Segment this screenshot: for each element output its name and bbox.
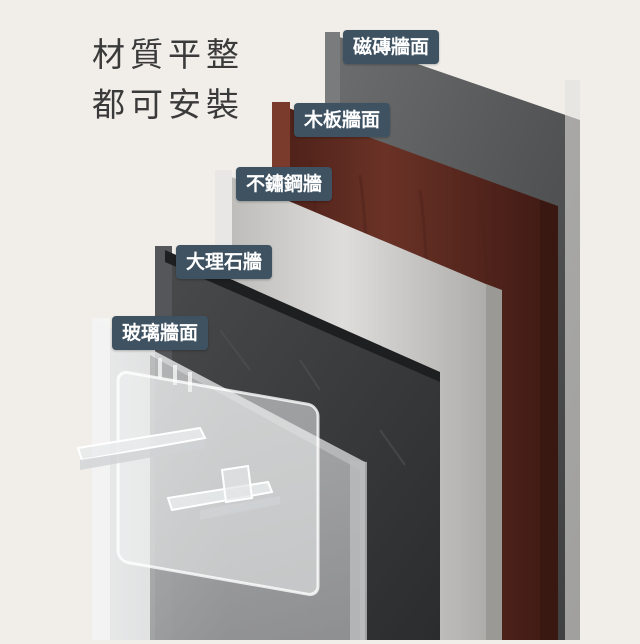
headline-line-2: 都可安裝 [92, 85, 244, 124]
label-glass-wall: 玻璃牆面 [112, 316, 209, 350]
label-steel-wall: 不鏽鋼牆 [236, 167, 333, 201]
label-tile-wall: 磁磚牆面 [343, 30, 440, 64]
label-wood-wall: 木板牆面 [294, 103, 391, 137]
headline: 材質平整 都可安裝 [92, 30, 244, 130]
acrylic-hook-rack [76, 370, 320, 596]
headline-line-1: 材質平整 [92, 35, 244, 74]
label-marble-wall: 大理石牆 [176, 245, 273, 279]
